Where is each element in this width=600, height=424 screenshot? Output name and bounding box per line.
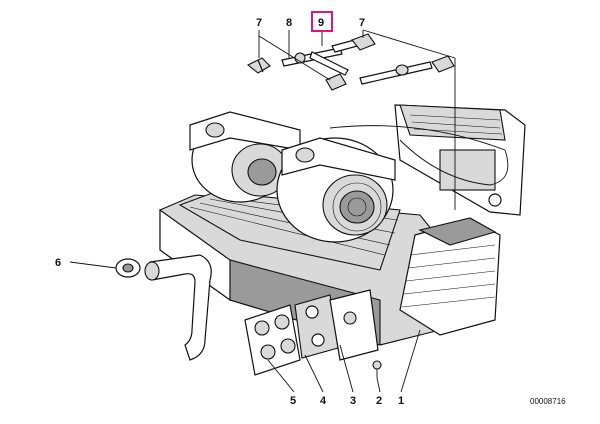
part-4-flange: [294, 294, 339, 359]
blower-right: [276, 137, 396, 243]
callout-8: 8: [286, 17, 292, 29]
part-7-knob-left: [246, 57, 271, 74]
callout-7-right: 7: [359, 17, 365, 29]
part-8-shaft: [281, 47, 349, 76]
part-2-screw: [372, 360, 382, 378]
part-9-rod: [331, 37, 433, 85]
part-3-connector: [329, 289, 379, 361]
callout-7-left: 7: [256, 17, 262, 29]
callout-1: 1: [398, 395, 404, 407]
diagram-code: 00008716: [530, 397, 566, 406]
callout-labels: 7 8 9 7 6 5 4 3 2 1 00008716: [55, 11, 566, 407]
leader-lines: [69, 29, 456, 393]
callout-6: 6: [55, 257, 61, 269]
callout-3: 3: [350, 395, 356, 407]
flap-housing: [329, 104, 526, 216]
part-6-clamp-hose: [115, 254, 212, 361]
part-5-gasket: [244, 304, 301, 376]
callout-4: 4: [320, 395, 327, 407]
part-7-knob-right: [325, 33, 455, 91]
callout-2: 2: [376, 395, 382, 407]
blower-left: [189, 111, 301, 203]
callout-9: 9: [318, 17, 324, 29]
duct-bellows: [399, 217, 501, 336]
callout-5: 5: [290, 395, 296, 407]
callout-9-highlight: [311, 11, 333, 32]
